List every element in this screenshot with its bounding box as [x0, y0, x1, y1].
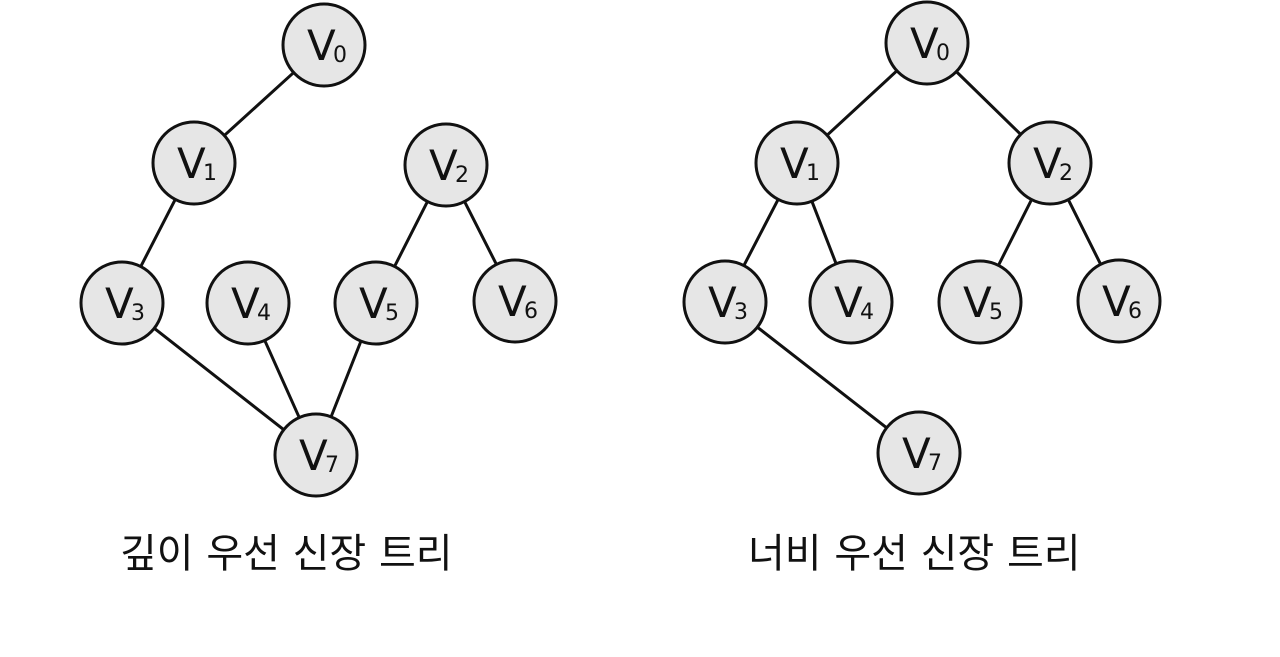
node-label: V: [910, 19, 939, 68]
node-label: V: [105, 279, 134, 328]
node-subscript: 3: [131, 301, 145, 326]
node-subscript: 2: [455, 163, 469, 188]
node-subscript: 5: [385, 301, 399, 326]
node-circle: [281, 2, 367, 88]
edge-v4-v7: [263, 338, 301, 420]
node-v6: V6: [472, 258, 558, 344]
node-label: V: [307, 21, 336, 70]
edge-v5-v7: [329, 339, 363, 419]
node-subscript: 0: [936, 41, 950, 66]
node-v3: V3: [79, 260, 165, 346]
node-subscript: 4: [860, 300, 874, 325]
node-circle: [273, 412, 359, 498]
node-subscript: 6: [524, 299, 538, 324]
node-v4: V4: [808, 259, 894, 345]
node-v0: V0: [281, 2, 367, 88]
node-v7: V7: [876, 410, 962, 496]
node-label: V: [708, 278, 737, 327]
node-label: V: [177, 139, 206, 188]
node-circle: [472, 258, 558, 344]
node-v1: V1: [754, 120, 840, 206]
node-label: V: [1102, 277, 1131, 326]
node-circle: [876, 410, 962, 496]
edge-v2-v5: [393, 200, 429, 268]
node-circle: [884, 0, 970, 86]
node-label: V: [780, 139, 809, 188]
edge-v0-v2: [954, 70, 1023, 136]
node-subscript: 2: [1059, 161, 1073, 186]
node-label: V: [498, 277, 527, 326]
node-subscript: 5: [989, 300, 1003, 325]
node-v5: V5: [333, 260, 419, 346]
node-v2: V2: [403, 122, 489, 208]
node-subscript: 4: [257, 301, 271, 326]
node-circle: [79, 260, 165, 346]
node-circle: [682, 259, 768, 345]
node-circle: [403, 122, 489, 208]
node-circle: [937, 259, 1023, 345]
node-circle: [808, 259, 894, 345]
node-v0: V0: [884, 0, 970, 86]
node-v6: V6: [1076, 258, 1162, 344]
node-subscript: 1: [203, 161, 217, 186]
node-label: V: [834, 278, 863, 327]
edge-v3-v7: [755, 325, 889, 430]
edge-v2-v5: [996, 198, 1034, 267]
node-subscript: 7: [325, 453, 339, 478]
edge-v1-v3: [139, 197, 177, 269]
edge-v1-v3: [742, 197, 780, 268]
edge-v2-v6: [463, 200, 498, 266]
node-subscript: 3: [734, 300, 748, 325]
node-circle: [333, 260, 419, 346]
node-circle: [151, 120, 237, 206]
node-subscript: 6: [1128, 299, 1142, 324]
edge-v0-v1: [222, 71, 296, 137]
node-circle: [1076, 258, 1162, 344]
node-label: V: [1033, 139, 1062, 188]
node-v1: V1: [151, 120, 237, 206]
edge-v0-v1: [825, 69, 899, 137]
node-v2: V2: [1007, 120, 1093, 206]
node-circle: [754, 120, 840, 206]
node-circle: [205, 260, 291, 346]
node-label: V: [902, 429, 931, 478]
node-label: V: [231, 279, 260, 328]
node-subscript: 0: [333, 43, 347, 68]
edge-v2-v6: [1066, 198, 1103, 266]
tree-caption: 너비 우선 신장 트리: [748, 531, 1081, 577]
node-label: V: [429, 141, 458, 190]
tree-caption: 깊이 우선 신장 트리: [120, 531, 453, 577]
node-v3: V3: [682, 259, 768, 345]
edge-v1-v4: [810, 199, 838, 266]
node-subscript: 7: [928, 451, 942, 476]
node-v4: V4: [205, 260, 291, 346]
node-v5: V5: [937, 259, 1023, 345]
node-circle: [1007, 120, 1093, 206]
node-label: V: [299, 431, 328, 480]
node-label: V: [963, 278, 992, 327]
edge-v3-v7: [152, 326, 286, 432]
node-label: V: [359, 279, 388, 328]
node-v7: V7: [273, 412, 359, 498]
node-subscript: 1: [806, 161, 820, 186]
